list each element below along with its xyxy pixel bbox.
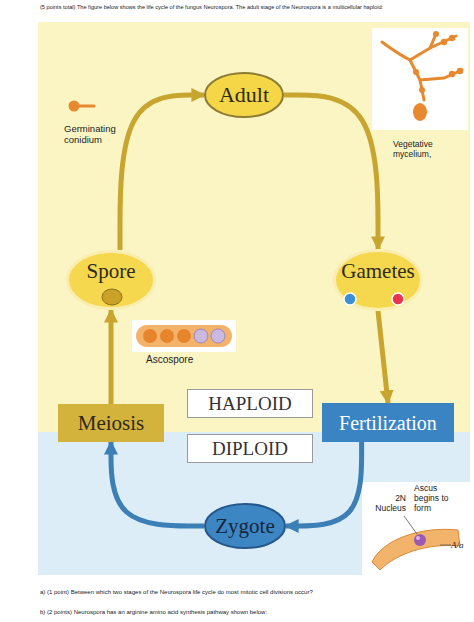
node-label: HAPLOID (208, 394, 291, 413)
callout-label: Ascus begins to form (414, 484, 458, 513)
cycle-arrow (284, 95, 378, 249)
bead (449, 71, 455, 77)
spore-dot (194, 329, 208, 343)
ascus-capsule (136, 325, 232, 347)
haploid-panel (38, 22, 470, 432)
stage-ellipse: Adult (204, 72, 284, 118)
gamete-dot (392, 293, 404, 305)
spore-dot (211, 329, 225, 343)
gamete-dot (344, 293, 356, 305)
ascus-shape (372, 529, 460, 570)
node-label: Adult (219, 84, 269, 106)
question-text: b) (2 points) Neurospora has an arginine… (40, 609, 470, 616)
bead (433, 31, 439, 37)
spore-blob (102, 289, 122, 305)
ellipse-shape (68, 252, 155, 309)
nucleus-highlight (416, 536, 420, 540)
bead (457, 68, 463, 74)
mycelium-backdrop (372, 28, 468, 130)
bead (419, 87, 425, 93)
cycle-arrow (120, 95, 204, 250)
ellipse-shape (205, 73, 283, 117)
hypha (420, 70, 462, 80)
cycle-arrow (109, 310, 114, 404)
ellipse-shape (335, 251, 422, 310)
diploid-panel (38, 432, 470, 575)
illustration-label: Ascospore (146, 354, 226, 366)
node-label: Gametes (341, 261, 414, 282)
spore-dot (143, 329, 157, 343)
phase-box: HAPLOID (187, 389, 313, 418)
bead (449, 35, 455, 41)
leader-line (440, 545, 451, 546)
conidium-icon (69, 101, 95, 112)
ascus-drawing (372, 516, 460, 570)
conidium (69, 101, 80, 112)
bead (413, 69, 419, 75)
germinated-spore (413, 103, 427, 121)
ascospore-icon (136, 325, 232, 347)
spore-dot (177, 329, 191, 343)
diploid-nucleus (414, 534, 426, 546)
mycelium-beads (413, 31, 463, 121)
process-box: Meiosis (58, 404, 164, 442)
process-box: Fertilization (322, 403, 454, 442)
spore-dot (160, 329, 174, 343)
allele-label: A/a (451, 540, 473, 550)
stage-ellipse: Zygote (204, 503, 286, 549)
ascus-backdrop (362, 482, 470, 576)
node-label: Spore (87, 261, 136, 282)
leader-line (404, 516, 417, 534)
phase-box: DIPLOID (187, 434, 313, 463)
node-label: Fertilization (339, 413, 437, 433)
hypha (382, 36, 456, 60)
mycelium-drawing (382, 34, 462, 100)
ellipse-shape (205, 504, 285, 548)
page-heading: (5 points total) The figure below shows … (40, 4, 472, 10)
ascospore-backdrop (132, 320, 236, 352)
node-label: DIPLOID (212, 439, 288, 458)
callout-label: 2N Nucleus (364, 494, 406, 514)
question-text: a) (1 point) Between which two stages of… (40, 589, 470, 596)
cycle-arrow (378, 311, 388, 403)
illustration-label: Germinating conidium (64, 124, 132, 146)
bead (441, 39, 447, 45)
node-label: Meiosis (78, 413, 145, 434)
illustration-label: Vegetative mycelium, (393, 140, 459, 160)
node-label: Zygote (215, 516, 274, 537)
